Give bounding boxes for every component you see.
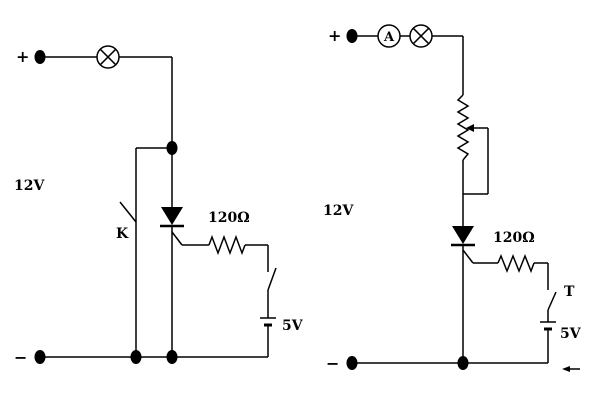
left-battery-label: 5V	[282, 318, 304, 334]
right-voltage-label: 12V	[323, 203, 354, 219]
right-plus-terminal	[346, 29, 358, 43]
left-switch-k	[119, 201, 137, 223]
right-junction-bottom	[457, 356, 469, 370]
right-minus-label: −	[326, 354, 339, 373]
left-voltage-label: 12V	[14, 178, 45, 194]
ammeter-symbol: A	[383, 30, 395, 45]
right-plus-label: +	[328, 26, 341, 45]
left-junction-bottom-scr	[166, 350, 178, 364]
left-thyristor	[160, 207, 184, 228]
right-gate-battery	[540, 321, 556, 331]
left-plus-label: +	[16, 47, 29, 66]
left-minus-label: −	[14, 348, 27, 367]
left-plus-terminal	[34, 50, 46, 64]
left-switch-k-label: K	[116, 226, 129, 242]
current-arrow	[562, 366, 580, 372]
right-rheostat	[456, 94, 470, 161]
left-gate-switch	[267, 267, 277, 291]
right-gate-switch-t	[547, 291, 557, 311]
left-resistor	[208, 234, 246, 256]
left-junction-bottom-k	[130, 350, 142, 364]
right-thyristor	[451, 226, 475, 247]
right-resistor-label: 120Ω	[493, 230, 535, 246]
right-resistor	[497, 253, 535, 274]
left-resistor-label: 120Ω	[208, 210, 250, 226]
right-ammeter: A	[377, 24, 401, 48]
left-circuit: + − 12V K 120Ω 5V	[14, 45, 304, 367]
right-switch-t-label: T	[564, 284, 575, 300]
left-junction-top	[166, 141, 178, 155]
left-lamp	[96, 45, 120, 69]
left-minus-terminal	[34, 350, 46, 364]
left-gate-battery	[260, 317, 276, 327]
right-circuit: A	[323, 24, 582, 373]
right-battery-label: 5V	[560, 326, 582, 342]
rheostat-wiper-arrow	[466, 124, 474, 132]
right-minus-terminal	[346, 356, 358, 370]
right-lamp	[409, 24, 433, 48]
